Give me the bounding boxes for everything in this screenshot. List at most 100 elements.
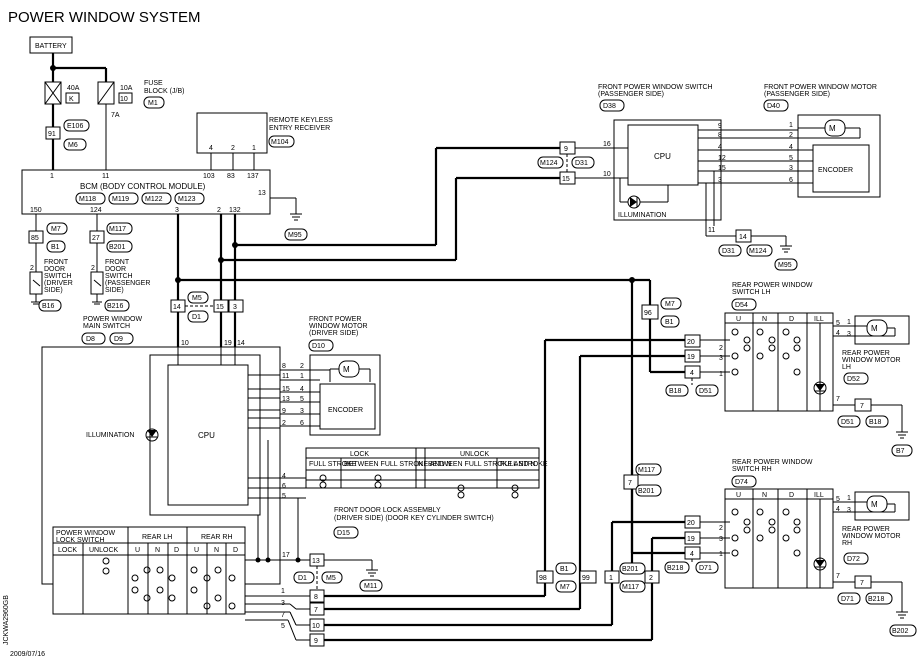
bcm-pin-103: 103 (203, 173, 215, 180)
rlh-hdr-d: D (789, 316, 794, 323)
rlh-hdr-ill: ILL (814, 316, 824, 323)
rpwm-lh-pin3: 3 (847, 331, 851, 338)
rpws-lh-l2: SWITCH LH (732, 289, 771, 296)
rlh-in-4: 4 (690, 370, 694, 377)
bcm-pin-150: 150 (30, 207, 42, 214)
fdsw-driver-l5: SIDE) (44, 287, 63, 294)
conn-d52: D52 (847, 376, 860, 383)
lock-table-h1: POWER WINDOW (56, 530, 115, 537)
conn-m5: M5 (192, 295, 202, 302)
fdsw-driver-pin2: 2 (30, 265, 34, 272)
fpwm-d-pin2: 2 (300, 363, 304, 370)
lock-table-unlock: UNLOCK (89, 547, 119, 554)
jc-d31-14: 14 (739, 234, 747, 241)
fuse-block-label1: FUSE (144, 80, 163, 87)
main-pin-10: 10 (181, 340, 189, 347)
conn-e106: E106 (67, 123, 83, 130)
fpwm-pass-l2: (PASSENGER SIDE) (764, 91, 830, 98)
bcm-pin-1: 1 (50, 173, 54, 180)
conn-m95-2: M95 (778, 262, 792, 269)
rlh-hdr-u: U (736, 316, 741, 323)
conn-d51-lh: D51 (699, 388, 712, 395)
fpws-pin16: 16 (603, 141, 611, 148)
fdsw-driver-l4: (DRIVER (44, 280, 73, 287)
conn-m124-14: M124 (749, 248, 767, 255)
jc-m124-9: 9 (564, 146, 568, 153)
fdsw-driver-l3: SWITCH (44, 273, 72, 280)
unlock-header: UNLOCK (460, 451, 490, 458)
pin-91: 91 (48, 131, 56, 138)
conn-m7-98: M7 (560, 584, 570, 591)
conn-m5-bottom: M5 (326, 575, 336, 582)
main-rpin-9: 9 (282, 408, 286, 415)
battery-label: BATTERY (35, 43, 67, 50)
rpwm-rh-l2: WINDOW MOTOR (842, 533, 901, 540)
rlh-out-5: 5 (836, 320, 840, 327)
fuse-10a-amp: 10A (120, 85, 133, 92)
conn-d38: D38 (603, 103, 616, 110)
col-full-stroke-1: FULL STROKE (309, 461, 357, 468)
conn-d72: D72 (847, 556, 860, 563)
main-rpin-8: 8 (282, 363, 286, 370)
conn-d1: D1 (192, 314, 201, 321)
fuse-10a-num: 10 (120, 96, 128, 103)
fpws-out-15: 15 (718, 165, 726, 172)
conn-b1-fdsw: B1 (51, 244, 60, 251)
rpwm-lh-l1: REAR POWER (842, 350, 890, 357)
fpwm-driver-l1: FRONT POWER (309, 316, 361, 323)
conn-b18-7: B18 (869, 419, 882, 426)
fdsw-pass-l4: (PASSENGER (105, 280, 150, 287)
main-lpin-1: 1 (281, 588, 285, 595)
main-rpin-2: 2 (282, 420, 286, 427)
fpws-out-12: 12 (718, 155, 726, 162)
rpwm-lh-l3: LH (842, 364, 851, 371)
keyless-label2: ENTRY RECEIVER (269, 125, 330, 132)
rlh-in-19: 19 (687, 354, 695, 361)
main-rpin-13: 13 (282, 396, 290, 403)
conn-b7: B7 (896, 448, 905, 455)
jc-bottom-pin13: 13 (312, 558, 320, 565)
lt-n1: N (155, 547, 160, 554)
rpwm-rh-pin1: 1 (847, 495, 851, 502)
rpws-rh-l2: SWITCH RH (732, 466, 772, 473)
fuse-40a-amp: 40A (67, 85, 80, 92)
jc-pin10: 10 (312, 623, 320, 630)
jc-pin8: 8 (314, 594, 318, 601)
jc-b201-2: 2 (649, 575, 653, 582)
lt-d1: D (174, 547, 179, 554)
fpwm-pass-l1: FRONT POWER WINDOW MOTOR (764, 84, 877, 91)
conn-m1: M1 (148, 100, 158, 107)
jc-b1-98: 98 (539, 575, 547, 582)
main-rpin-5: 5 (282, 493, 286, 500)
conn-m118: M118 (79, 196, 96, 203)
fpws-pass-l2: (PASSENGER SIDE) (598, 91, 664, 98)
jc-pin7: 7 (314, 607, 318, 614)
fuse-pin-7a: 7A (111, 112, 120, 119)
rrh-in-4: 4 (690, 551, 694, 558)
rpwm-rh-l3: RH (842, 540, 852, 547)
fuse-40a-letter: K (69, 96, 74, 103)
rlh-sw-2: 2 (719, 345, 723, 352)
bcm-pin-83: 83 (227, 173, 235, 180)
keyless-pin-4: 4 (209, 145, 213, 152)
main-pin-14: 14 (237, 340, 245, 347)
fpws-out-3: 3 (718, 177, 722, 184)
rlh-sw-1: 1 (719, 371, 723, 378)
rpwm-lh-pin1: 1 (847, 319, 851, 326)
date-label: 2009/07/16 (10, 651, 45, 658)
rpws-rh-l1: REAR POWER WINDOW (732, 459, 813, 466)
fpwm-p-pin3: 3 (789, 165, 793, 172)
conn-d51-7: D51 (841, 419, 854, 426)
keyless-pin-2: 2 (231, 145, 235, 152)
bcm-pin-2: 2 (217, 207, 221, 214)
conn-m124-jc: M124 (540, 160, 558, 167)
rpwm-rh-l1: REAR POWER (842, 526, 890, 533)
conn-m11: M11 (364, 583, 377, 590)
rrh-hdr-n: N (762, 492, 767, 499)
conn-m104: M104 (271, 139, 289, 146)
fpwm-d-pin1: 1 (300, 373, 304, 380)
jc-m7-96: 96 (644, 310, 652, 317)
jc-d51-7: 7 (860, 403, 864, 410)
lt-u1: U (135, 547, 140, 554)
